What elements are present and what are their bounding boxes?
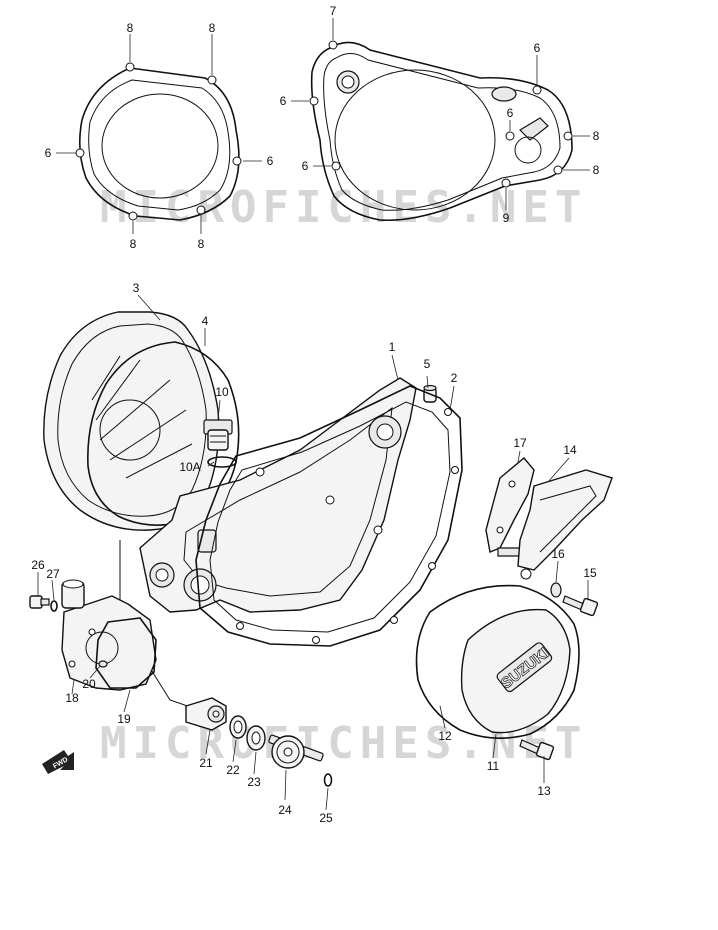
callout-9: 9 [503, 211, 510, 225]
water-pump-housing-part-18 [61, 579, 157, 691]
impeller-part-21 [185, 697, 227, 731]
callout-3: 3 [133, 281, 140, 295]
callout-1: 1 [389, 340, 396, 354]
callout-25: 25 [319, 811, 333, 825]
callout-27: 27 [46, 567, 60, 581]
cover-gasket-part-12 [415, 584, 580, 739]
callout-6: 6 [280, 94, 287, 108]
bracket-part-17 [485, 457, 535, 557]
callout-17: 17 [513, 436, 527, 450]
bolt-part-26 [29, 595, 50, 609]
callout-18: 18 [65, 691, 79, 705]
callout-6: 6 [45, 146, 52, 160]
clutch-cover-outline [75, 62, 242, 221]
callout-5: 5 [424, 357, 431, 371]
crankcase-cover-part-1 [139, 377, 417, 613]
callout-6: 6 [267, 154, 274, 168]
callout-8: 8 [198, 237, 205, 251]
callout-2: 2 [451, 371, 458, 385]
callout-16: 16 [551, 547, 565, 561]
washer-part-16 [550, 582, 562, 598]
watermark-top: MICROFICHES.NET [100, 182, 587, 233]
callout-labels: 8 8 6 6 8 8 7 6 6 6 6 8 8 9 3 4 10 10A 1… [31, 4, 599, 825]
dowel-pin-part-5 [423, 384, 437, 403]
callout-19: 19 [117, 712, 131, 726]
forward-direction-indicator: FWD [42, 750, 74, 774]
callout-7: 7 [330, 4, 337, 18]
washer-part-27 [50, 600, 58, 612]
seal-part-22 [229, 715, 247, 739]
gasket-part-2 [195, 385, 463, 647]
callout-6: 6 [302, 159, 309, 173]
callout-8: 8 [593, 163, 600, 177]
callout-8: 8 [593, 129, 600, 143]
callout-10: 10 [215, 385, 229, 399]
gasket-part-19 [95, 617, 157, 689]
washer-part-20 [98, 660, 108, 668]
crankcase-cover-gasket-outline [309, 40, 573, 222]
callout-11: 11 [487, 759, 500, 773]
leader-lines [37, 18, 590, 811]
drain-plug-part-10 [203, 419, 237, 468]
bolt-part-13 [519, 739, 555, 761]
callout-6: 6 [507, 106, 514, 120]
callout-13: 13 [537, 784, 551, 798]
pump-gear-part-24 [268, 734, 324, 769]
callout-10a: 10A [179, 460, 200, 474]
callout-21: 21 [199, 756, 213, 770]
bolt-part-15 [562, 595, 599, 617]
callout-8: 8 [209, 21, 216, 35]
bearing-part-23 [246, 725, 266, 751]
callout-24: 24 [278, 803, 292, 817]
o-ring-part-4 [87, 341, 240, 526]
magneto-cover-part-11: SUZUKI [460, 608, 571, 734]
callout-26: 26 [31, 558, 45, 572]
callout-14: 14 [563, 443, 577, 457]
callout-8: 8 [130, 237, 137, 251]
chain-guide-cover-part-14 [517, 469, 613, 580]
callout-15: 15 [583, 566, 597, 580]
callout-20: 20 [82, 677, 96, 691]
callout-12: 12 [438, 729, 452, 743]
clutch-cover-part-3 [43, 311, 220, 531]
washer-part-25 [323, 773, 333, 787]
callout-23: 23 [247, 775, 261, 789]
callout-22: 22 [226, 763, 240, 777]
callout-6: 6 [534, 41, 541, 55]
callout-4: 4 [202, 314, 209, 328]
callout-8: 8 [127, 21, 134, 35]
